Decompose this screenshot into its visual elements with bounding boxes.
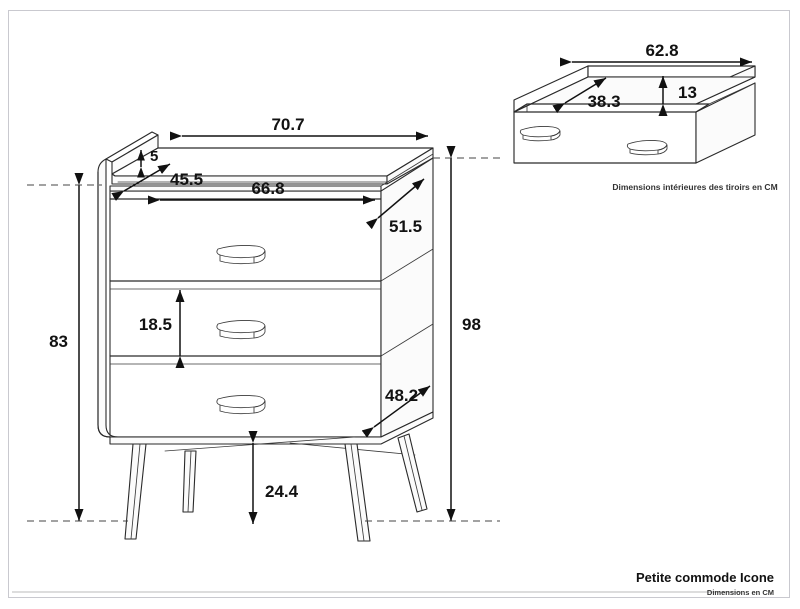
leg-back-left-edge	[187, 450, 192, 513]
cabinet-handle-top	[216, 245, 266, 265]
dim-label-drawer-height: 13	[678, 83, 697, 102]
dim-line-top-depth	[365, 178, 425, 230]
divider-right-2	[380, 323, 434, 357]
leg-front-right-edge	[350, 443, 365, 542]
leg-back-right-edge	[403, 435, 423, 511]
dim-label-body-height: 83	[49, 332, 68, 351]
cabinet-front-face	[109, 190, 382, 438]
dim-label-drawer-width: 62.8	[645, 41, 678, 60]
dim-label-ground-clearance: 24.4	[265, 482, 299, 501]
top-front-edge	[111, 173, 388, 185]
dim-label-drawer-depth: 38.3	[587, 92, 620, 111]
title-block: Petite commode Icone Dimensions en CM	[12, 570, 774, 597]
drawer-front-top-edge	[513, 103, 710, 113]
drawer-front-right-top	[708, 82, 756, 105]
drawer-front-right-face	[695, 82, 756, 164]
cabinet-handle-middle	[216, 320, 266, 340]
divider-right-1	[380, 248, 434, 282]
dim-label-inner-width: 66.8	[251, 179, 284, 198]
cabinet-left-outer-edge	[97, 171, 111, 438]
dim-line-top-inner-depth	[111, 163, 171, 201]
dim-label-top-depth: 51.5	[389, 217, 422, 236]
dim-line-drawer-depth	[552, 77, 607, 114]
drawing-title: Petite commode Icone	[636, 570, 774, 585]
underside-rear-line	[164, 436, 356, 452]
dimension-annotations: 70.7 5 45.5 66.8 51.5 48.2 18.5 83	[27, 115, 500, 524]
leg-front-left-edge	[130, 443, 141, 540]
drawer-back-wall	[587, 65, 756, 78]
dim-label-top-lip: 5	[150, 148, 158, 165]
drawer-front-panel	[513, 111, 697, 164]
dim-label-top-inner-depth: 45.5	[170, 170, 203, 189]
dim-label-overall-height: 98	[462, 315, 481, 334]
cabinet-handle-bottom	[216, 395, 266, 415]
top-surface	[111, 147, 434, 177]
cabinet-top-strip	[109, 185, 382, 192]
drawing-units-note: Dimensions en CM	[707, 588, 774, 597]
dim-line-base-depth	[361, 385, 431, 438]
drawer-detail-view: 62.8 38.3 13 Dimensions intérieures des …	[513, 41, 778, 192]
dim-label-base-depth: 48.2	[385, 386, 418, 405]
drawer-handle-right	[626, 140, 668, 156]
drawer-handle-left	[519, 126, 561, 142]
dim-label-overall-width: 70.7	[271, 115, 304, 134]
leg-back-right	[397, 433, 428, 513]
dim-label-drawer-height-main: 18.5	[139, 315, 172, 334]
drawer-caption: Dimensions intérieures des tiroirs en CM	[612, 182, 777, 192]
